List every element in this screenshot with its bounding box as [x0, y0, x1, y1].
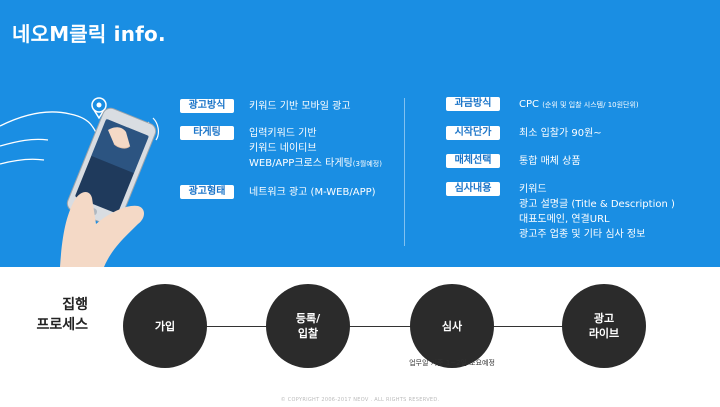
info-value: 광고주 업종 및 기타 심사 정보	[519, 229, 646, 240]
info-tag: 매체선택	[446, 154, 500, 168]
info-value: WEB/APP크로스 타게팅(3월예정)	[249, 158, 382, 169]
info-row-targeting: 타게팅 입력키워드 기반 키워드 네이티브 WEB/APP크로스 타게팅(3월예…	[180, 126, 382, 172]
info-value: 최소 입찰가 90원~	[519, 128, 602, 139]
info-tag: 심사내용	[446, 182, 500, 196]
info-row-billing: 과금방식 CPC (순위 및 입찰 시스템/ 10원단위)	[446, 97, 639, 113]
info-value: 키워드 네이티브	[249, 143, 317, 154]
info-tag: 광고형태	[180, 185, 234, 199]
info-row-ad-format: 광고형태 네트워크 광고 (M-WEB/APP)	[180, 185, 376, 200]
process-step-review: 심사	[410, 284, 494, 368]
info-tag: 타게팅	[180, 126, 234, 140]
info-row-media: 매체선택 통합 매체 상품	[446, 154, 581, 169]
info-tag: 과금방식	[446, 97, 500, 111]
info-tag: 광고방식	[180, 99, 234, 113]
review-duration-note: 업무일 기준 1~2일 소요예정	[409, 359, 495, 367]
info-value: CPC (순위 및 입찰 시스템/ 10원단위)	[519, 99, 639, 110]
hero-banner: 네오M클릭 info. 광고방식 키워드 기반 모	[0, 0, 720, 267]
info-row-review: 심사내용 키워드 광고 설명글 (Title & Description ) 대…	[446, 182, 675, 242]
info-value: 네트워크 광고 (M-WEB/APP)	[249, 187, 376, 198]
phone-hand-illustration	[0, 97, 159, 267]
process-step-signup: 가입	[123, 284, 207, 368]
column-divider	[404, 98, 405, 246]
info-value: 입력키워드 기반	[249, 128, 317, 139]
info-row-ad-method: 광고방식 키워드 기반 모바일 광고	[180, 99, 351, 114]
info-value: 광고 설명글 (Title & Description )	[519, 199, 675, 210]
info-value: 통합 매체 상품	[519, 156, 581, 167]
page-title: 네오M클릭 info.	[12, 22, 166, 46]
info-value: 키워드 기반 모바일 광고	[249, 101, 351, 112]
process-label: 집행 프로세스	[36, 297, 88, 333]
info-row-start-price: 시작단가 최소 입찰가 90원~	[446, 126, 602, 141]
copyright-footer: © COPYRIGHT 2006-2017 NEOV . ALL RIGHTS …	[280, 397, 440, 403]
info-value: 키워드	[519, 184, 547, 195]
info-tag: 시작단가	[446, 126, 500, 140]
location-pin-icon	[91, 97, 107, 120]
process-step-register-bid: 등록/입찰	[266, 284, 350, 368]
process-connector-line	[165, 326, 605, 327]
info-value: 대표도메인, 연결URL	[519, 214, 610, 225]
